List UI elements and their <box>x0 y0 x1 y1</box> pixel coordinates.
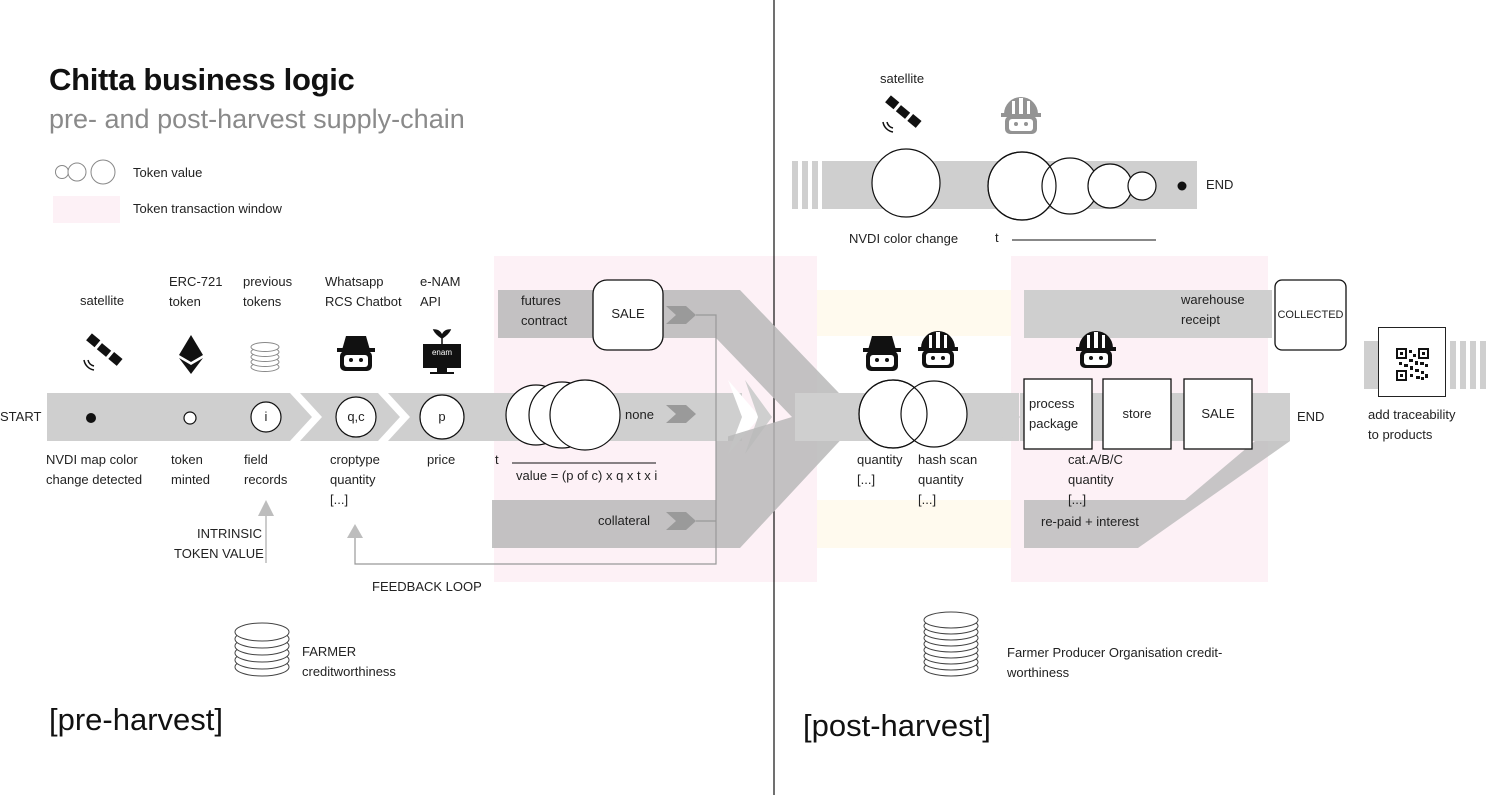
value-formula: value = (p of c) x q x t x i <box>516 468 658 483</box>
crop-label-3: [...] <box>330 492 349 507</box>
enam-label-2: API <box>420 294 441 309</box>
chatbot-icon <box>863 336 901 371</box>
warehouse-label-1: warehouse <box>1181 292 1245 307</box>
intrinsic-label-1: INTRINSIC <box>197 526 262 541</box>
feedback-label: FEEDBACK LOOP <box>372 579 482 594</box>
satellite-icon <box>83 332 124 371</box>
fpo-label-1: Farmer Producer Organisation credit- <box>1007 645 1223 660</box>
enam-label-1: e-NAM <box>420 274 461 289</box>
collected-box <box>1274 279 1347 351</box>
process-label-1: process <box>1029 396 1075 411</box>
warehouse-label-2: receipt <box>1181 312 1221 327</box>
cat-label-3: [...] <box>1068 492 1087 507</box>
field-label-1: field <box>244 452 268 467</box>
minted-label-2: minted <box>171 472 211 487</box>
store-box <box>1102 378 1172 450</box>
fpo-coin-stack-icon <box>923 611 979 677</box>
price-label: price <box>427 452 456 467</box>
pre-sale-label: SALE <box>611 306 645 321</box>
post-sale-label: SALE <box>1201 406 1235 421</box>
post-satellite-label: satellite <box>880 71 925 86</box>
nvdi-label-1: NVDI map color <box>46 452 138 467</box>
qty-label-1: quantity <box>857 452 903 467</box>
erc-label-1: ERC-721 <box>169 274 223 289</box>
collected-label: COLLECTED <box>1277 309 1344 321</box>
chatbot-icon <box>337 336 375 371</box>
nvdi-color-label: NVDI color change <box>849 231 959 246</box>
hash-label-1: hash scan <box>918 452 978 467</box>
store-label: store <box>1122 406 1152 421</box>
prev-label-2: tokens <box>243 294 282 309</box>
post-harvest-heading: [post-harvest] <box>803 708 991 743</box>
legend-token-window: Token transaction window <box>133 201 282 216</box>
node-qc <box>335 396 377 438</box>
pale-band-top <box>817 290 1011 336</box>
chat-label-1: Whatsapp <box>325 274 384 289</box>
qty-label-2: [...] <box>857 472 876 487</box>
futures-label-1: futures <box>521 293 561 308</box>
erc-label-2: token <box>169 294 201 309</box>
none-label: none <box>625 407 654 422</box>
trace-label-1: add traceability <box>1368 407 1456 422</box>
post-end-top-label: END <box>1206 177 1234 192</box>
coin-stack-icon <box>250 342 280 372</box>
node-i <box>250 401 282 433</box>
cat-label-1: cat.A/B/C <box>1068 452 1123 467</box>
pre-sale-box <box>592 279 664 351</box>
futures-label-2: contract <box>521 313 568 328</box>
legend-token-value: Token value <box>133 165 203 180</box>
prev-label-1: previous <box>243 274 293 289</box>
page-subtitle: pre- and post-harvest supply-chain <box>49 104 465 134</box>
satellite-label: satellite <box>80 293 125 308</box>
ethereum-icon <box>179 335 203 374</box>
node-i-label: i <box>264 409 268 424</box>
hash-label-3: [...] <box>918 492 937 507</box>
cat-label-2: quantity <box>1068 472 1114 487</box>
collateral-label: collateral <box>598 513 651 528</box>
node-p <box>419 394 465 440</box>
node-nvdi <box>86 413 96 423</box>
crop-label-2: quantity <box>330 472 376 487</box>
hash-label-2: quantity <box>918 472 964 487</box>
satellite-icon <box>882 94 923 133</box>
pre-t-label: t <box>495 452 499 467</box>
repaid-label: re-paid + interest <box>1041 514 1139 529</box>
pre-harvest-heading: [pre-harvest] <box>49 702 224 737</box>
process-label-2: package <box>1029 416 1079 431</box>
post-sale-box <box>1183 378 1253 450</box>
process-box <box>1023 378 1093 450</box>
farmer-coin-stack-icon <box>234 622 290 677</box>
worker-icon <box>918 331 958 368</box>
trace-label-2: to products <box>1368 427 1433 442</box>
crop-label-1: croptype <box>330 452 380 467</box>
enam-icon <box>423 329 461 374</box>
farmer-label-1: FARMER <box>302 644 357 659</box>
post-t-label: t <box>995 230 999 245</box>
node-token-minted <box>183 411 197 425</box>
node-qc-label: q,c <box>347 409 365 424</box>
field-label-2: records <box>244 472 288 487</box>
page-title: Chitta business logic <box>49 62 355 97</box>
chat-label-2: RCS Chatbot <box>325 294 402 309</box>
node-p-label: p <box>438 409 446 424</box>
post-end-label: END <box>1297 409 1325 424</box>
legend-window-swatch <box>53 196 120 223</box>
worker-icon <box>1001 97 1041 134</box>
minted-label-1: token <box>171 452 203 467</box>
qr-code-icon <box>1378 327 1446 397</box>
intrinsic-label-2: TOKEN VALUE <box>174 546 264 561</box>
fpo-label-2: worthiness <box>1007 665 1070 680</box>
pale-band-bottom <box>817 500 1011 548</box>
farmer-label-2: creditworthiness <box>302 664 396 679</box>
nvdi-label-2: change detected <box>46 472 143 487</box>
enam-icon-text: enam <box>431 348 452 357</box>
start-label: START <box>0 409 42 424</box>
